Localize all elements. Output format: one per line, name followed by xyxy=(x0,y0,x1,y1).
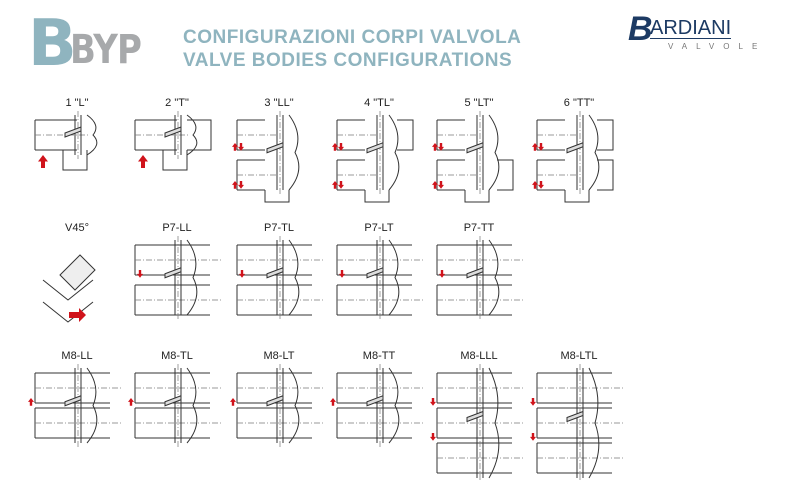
config-label: P7-LL xyxy=(162,222,192,234)
config-label: 1 "L" xyxy=(65,97,89,109)
valve-diagram xyxy=(34,111,98,171)
config-label: 4 "TL" xyxy=(364,97,394,109)
config-label: 2 "T" xyxy=(165,97,189,109)
config-label: P7-LT xyxy=(364,222,394,234)
brand-name: ARDIANI xyxy=(650,17,732,39)
valve-diagram xyxy=(42,254,96,323)
config-label: M8-TL xyxy=(161,350,193,362)
valve-diagram xyxy=(128,364,222,447)
valve-diagram xyxy=(432,111,514,203)
config-label: M8-LLL xyxy=(460,350,498,362)
title-english: VALVE BODIES CONFIGURATIONS xyxy=(183,50,513,71)
valve-diagram xyxy=(236,236,324,319)
valve-diagram xyxy=(430,364,524,482)
valve-diagram xyxy=(332,111,414,203)
config-label: M8-LTL xyxy=(560,350,598,362)
logo-letter: B xyxy=(28,7,77,81)
brand-subtitle: VALVOLE xyxy=(668,42,767,51)
config-label: M8-TT xyxy=(362,350,396,362)
valve-diagram xyxy=(330,364,424,447)
valve-diagram xyxy=(436,236,524,319)
config-label: 5 "LT" xyxy=(464,97,494,109)
valve-diagram xyxy=(232,111,300,203)
config-label: V45° xyxy=(65,222,89,234)
config-label: 6 "TT" xyxy=(563,97,595,109)
title-italian: CONFIGURAZIONI CORPI VALVOLA xyxy=(183,27,522,48)
config-label: 3 "LL" xyxy=(264,97,294,109)
brand-logo: B ARDIANI VALVOLE xyxy=(628,12,768,52)
valve-diagram xyxy=(134,236,222,319)
config-label: P7-TT xyxy=(463,222,495,234)
valve-diagram xyxy=(532,111,614,203)
brand-initial: B xyxy=(628,10,653,48)
valve-diagram xyxy=(530,364,624,482)
valve-diagram xyxy=(336,236,424,319)
config-label: M8-LL xyxy=(61,350,93,362)
valve-diagram xyxy=(230,364,324,447)
config-label: P7-TL xyxy=(264,222,294,234)
logo-suffix: BYP xyxy=(70,27,142,73)
config-label: M8-LT xyxy=(263,350,295,362)
valve-diagram xyxy=(28,364,122,447)
valve-diagram xyxy=(134,111,212,171)
